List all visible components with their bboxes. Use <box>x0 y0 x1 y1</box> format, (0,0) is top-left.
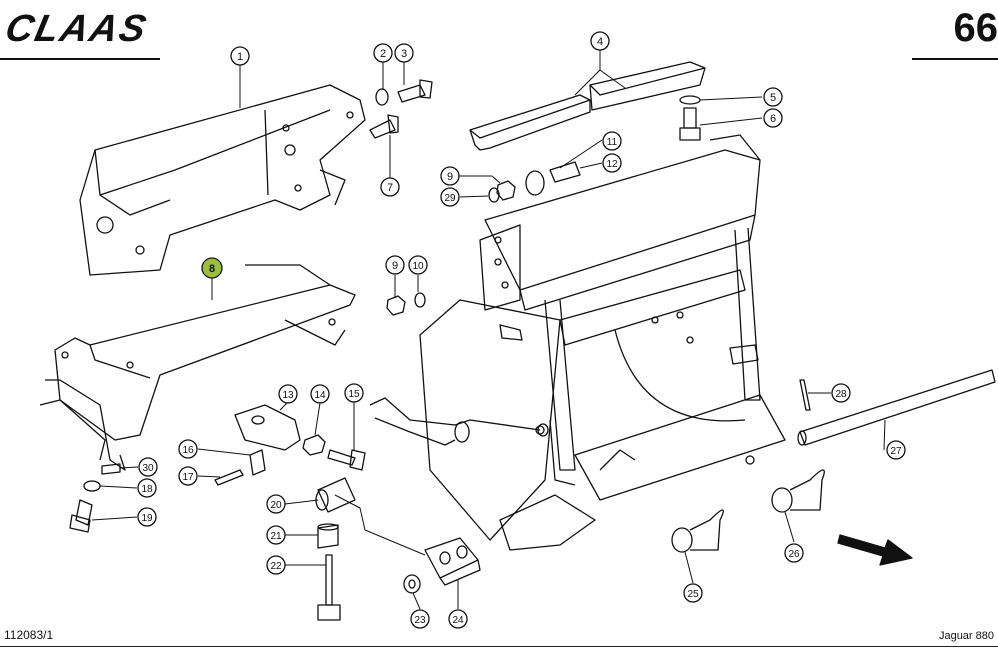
hook-25 <box>671 509 724 553</box>
callout-29: 29 <box>440 187 460 207</box>
fasteners-18-19-30 <box>69 463 121 533</box>
callout-20: 20 <box>266 494 286 514</box>
callout-28: 28 <box>831 383 851 403</box>
svg-text:9: 9 <box>392 260 398 272</box>
callout-17: 17 <box>178 466 198 486</box>
svg-text:16: 16 <box>182 445 194 456</box>
svg-text:5: 5 <box>770 92 776 104</box>
svg-text:22: 22 <box>270 561 282 572</box>
callout-24: 24 <box>448 609 468 629</box>
svg-text:24: 24 <box>452 615 464 626</box>
svg-text:4: 4 <box>597 36 603 48</box>
callout-16: 16 <box>178 439 198 459</box>
bolt-22 <box>317 554 341 621</box>
callout-26: 26 <box>784 543 804 563</box>
callout-21: 21 <box>266 525 286 545</box>
callout-5: 5 <box>763 87 783 107</box>
svg-text:15: 15 <box>348 389 360 400</box>
callout-9-lower: 9 <box>385 255 405 275</box>
part-1-upper-housing <box>79 84 366 276</box>
footer-rule <box>0 646 998 647</box>
callout-13: 13 <box>278 384 298 404</box>
svg-text:7: 7 <box>387 182 393 194</box>
callout-19: 19 <box>137 507 157 527</box>
callout-22: 22 <box>266 555 286 575</box>
pin-28 <box>799 379 811 411</box>
hook-26 <box>771 469 825 513</box>
svg-text:2: 2 <box>380 48 386 60</box>
callout-11: 11 <box>602 131 622 151</box>
svg-text:9: 9 <box>447 171 453 183</box>
svg-text:14: 14 <box>314 390 326 401</box>
svg-text:17: 17 <box>182 472 194 483</box>
callout-1: 1 <box>230 46 250 66</box>
arrow-right-down-icon <box>837 534 913 566</box>
callout-30: 30 <box>138 457 158 477</box>
linkage-rod <box>369 397 549 446</box>
svg-text:30: 30 <box>142 463 154 474</box>
model-name: Jaguar 880 <box>938 630 994 642</box>
svg-text:28: 28 <box>835 389 847 400</box>
svg-text:1: 1 <box>237 51 243 63</box>
fasteners-2-3-7 <box>369 79 433 139</box>
svg-text:19: 19 <box>141 513 153 524</box>
svg-text:21: 21 <box>270 531 282 542</box>
washer-23 <box>403 574 421 594</box>
callouts: 1 2 3 4 5 6 7 8 9 29 11 12 9 10 13 14 15… <box>137 31 906 629</box>
svg-text:20: 20 <box>270 500 282 511</box>
page-number: 66 <box>953 6 998 50</box>
pin-16-17 <box>214 449 266 486</box>
clamp-13 <box>234 404 301 451</box>
svg-text:27: 27 <box>890 446 902 457</box>
svg-text:23: 23 <box>414 615 426 626</box>
nut-14-bolt-15 <box>302 434 366 471</box>
nuts-washers <box>386 161 581 316</box>
callout-9-upper: 9 <box>440 166 460 186</box>
main-frame <box>419 134 786 551</box>
callout-15: 15 <box>344 383 364 403</box>
bushing-21 <box>317 523 339 549</box>
callout-27: 27 <box>886 440 906 460</box>
svg-text:10: 10 <box>412 261 424 272</box>
svg-text:12: 12 <box>606 159 618 170</box>
svg-text:8: 8 <box>209 263 215 275</box>
svg-text:29: 29 <box>444 193 456 204</box>
header-rule-left <box>0 58 160 60</box>
part-4-angle-rails <box>469 61 706 151</box>
callout-10: 10 <box>408 255 428 275</box>
svg-text:26: 26 <box>788 549 800 560</box>
callout-6: 6 <box>763 108 783 128</box>
svg-text:25: 25 <box>687 589 699 600</box>
leader-lines <box>91 50 886 610</box>
svg-text:11: 11 <box>607 137 618 148</box>
callout-12: 12 <box>602 153 622 173</box>
callout-14: 14 <box>310 384 330 404</box>
shaft-27 <box>797 369 996 446</box>
callout-7: 7 <box>380 177 400 197</box>
callout-25: 25 <box>683 583 703 603</box>
svg-text:13: 13 <box>282 390 294 401</box>
drawing-number: 112083/1 <box>4 628 54 642</box>
svg-text:3: 3 <box>401 48 407 60</box>
fasteners-5-6 <box>679 95 701 141</box>
svg-text:6: 6 <box>770 113 776 125</box>
callout-23: 23 <box>410 609 430 629</box>
callout-3: 3 <box>394 43 414 63</box>
plate-24 <box>424 537 481 586</box>
svg-text:18: 18 <box>141 484 153 495</box>
callout-2: 2 <box>373 43 393 63</box>
callout-8: 8 <box>201 257 223 279</box>
callout-4: 4 <box>590 31 610 51</box>
callout-18: 18 <box>137 478 157 498</box>
header-rule-right <box>912 58 998 60</box>
